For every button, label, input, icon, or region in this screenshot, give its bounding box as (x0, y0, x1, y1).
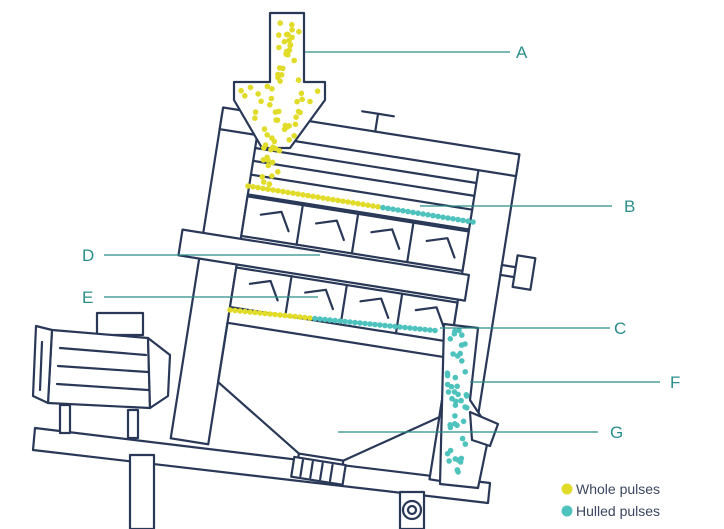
legend: Whole pulses Hulled pulses (562, 481, 661, 519)
callout-f: F (670, 373, 680, 392)
legend-hulled-dot (562, 506, 573, 517)
callout-a: A (516, 43, 528, 62)
callout-d: D (82, 246, 94, 265)
callout-c: C (614, 319, 626, 338)
motor (33, 313, 170, 438)
legend-hulled-label: Hulled pulses (576, 503, 660, 519)
callout-g: G (610, 423, 623, 442)
callout-e: E (82, 288, 93, 307)
machine-frame (147, 86, 554, 509)
callout-b: B (624, 197, 635, 216)
legend-whole-label: Whole pulses (576, 481, 660, 497)
legend-whole-dot (562, 484, 573, 495)
base-leg-left (130, 455, 154, 529)
